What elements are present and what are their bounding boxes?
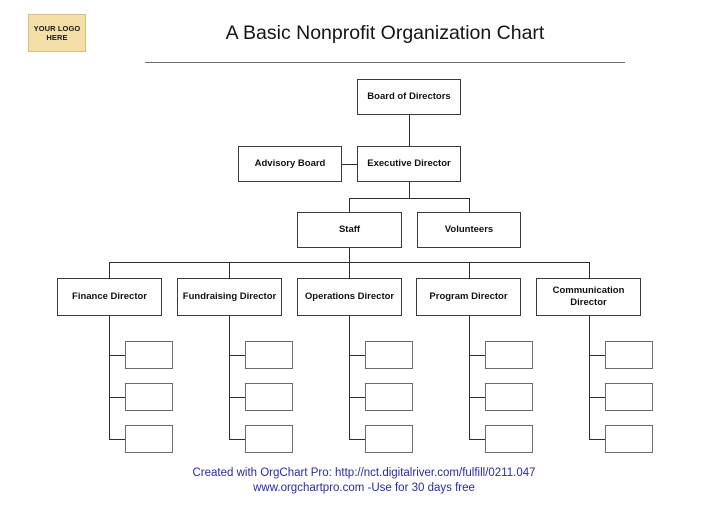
node-empty-operations-1[interactable] — [365, 341, 413, 369]
edge-staff-stem — [349, 248, 350, 262]
edge-operations-child-2 — [349, 397, 365, 398]
edge-fundraising-child-3 — [229, 439, 245, 440]
edge-bus-to-communication — [589, 262, 590, 278]
page-title: A Basic Nonprofit Organization Chart — [225, 22, 545, 44]
node-volunteers[interactable]: Volunteers — [417, 212, 521, 248]
footer-credit: Created with OrgChart Pro: http://nct.di… — [0, 466, 728, 496]
node-program-director[interactable]: Program Director — [416, 278, 521, 316]
node-empty-program-2[interactable] — [485, 383, 533, 411]
edge-fundraising-child-2 — [229, 397, 245, 398]
edge-communication-stem — [589, 316, 590, 439]
node-communication-director[interactable]: Communication Director — [536, 278, 641, 316]
edge-program-child-3 — [469, 439, 485, 440]
logo-line-2: HERE — [46, 33, 68, 42]
node-board-of-directors[interactable]: Board of Directors — [357, 79, 461, 115]
edge-executive-stem — [409, 182, 410, 198]
edge-communication-child-1 — [589, 355, 605, 356]
edge-finance-child-3 — [109, 439, 125, 440]
node-operations-director[interactable]: Operations Director — [297, 278, 402, 316]
node-staff[interactable]: Staff — [297, 212, 402, 248]
node-empty-communication-2[interactable] — [605, 383, 653, 411]
edge-bus-to-staff — [349, 198, 350, 212]
node-empty-fundraising-1[interactable] — [245, 341, 293, 369]
node-empty-finance-2[interactable] — [125, 383, 173, 411]
edge-communication-child-2 — [589, 397, 605, 398]
edge-executive-bus — [349, 198, 470, 199]
node-empty-program-1[interactable] — [485, 341, 533, 369]
edge-program-child-1 — [469, 355, 485, 356]
node-advisory-board[interactable]: Advisory Board — [238, 146, 342, 182]
edge-communication-child-3 — [589, 439, 605, 440]
edge-operations-child-3 — [349, 439, 365, 440]
edge-advisory-to-executive — [342, 164, 357, 165]
title-divider — [145, 62, 625, 63]
edge-operations-stem — [349, 316, 350, 439]
node-empty-fundraising-3[interactable] — [245, 425, 293, 453]
node-empty-operations-2[interactable] — [365, 383, 413, 411]
edge-operations-child-1 — [349, 355, 365, 356]
edge-board-to-executive — [409, 115, 410, 146]
edge-program-stem — [469, 316, 470, 439]
logo-line-1: YOUR LOGO — [33, 23, 81, 33]
edge-bus-to-finance — [109, 262, 110, 278]
edge-bus-to-volunteers — [469, 198, 470, 212]
edge-fundraising-stem — [229, 316, 230, 439]
edge-bus-to-program — [469, 262, 470, 278]
node-executive-director[interactable]: Executive Director — [357, 146, 461, 182]
footer-line-2[interactable]: www.orgchartpro.com -Use for 30 days fre… — [253, 482, 475, 494]
node-empty-finance-1[interactable] — [125, 341, 173, 369]
edge-fundraising-child-1 — [229, 355, 245, 356]
node-empty-program-3[interactable] — [485, 425, 533, 453]
edge-bus-to-fundraising — [229, 262, 230, 278]
edge-finance-child-2 — [109, 397, 125, 398]
edge-program-child-2 — [469, 397, 485, 398]
edge-bus-to-operations — [349, 262, 350, 278]
node-empty-communication-3[interactable] — [605, 425, 653, 453]
edge-finance-stem — [109, 316, 110, 439]
node-empty-fundraising-2[interactable] — [245, 383, 293, 411]
node-empty-communication-1[interactable] — [605, 341, 653, 369]
node-empty-finance-3[interactable] — [125, 425, 173, 453]
node-empty-operations-3[interactable] — [365, 425, 413, 453]
node-fundraising-director[interactable]: Fundraising Director — [177, 278, 282, 316]
node-finance-director[interactable]: Finance Director — [57, 278, 162, 316]
edge-finance-child-1 — [109, 355, 125, 356]
footer-line-1[interactable]: Created with OrgChart Pro: http://nct.di… — [192, 467, 536, 479]
logo-placeholder: YOUR LOGO HERE — [28, 14, 86, 52]
